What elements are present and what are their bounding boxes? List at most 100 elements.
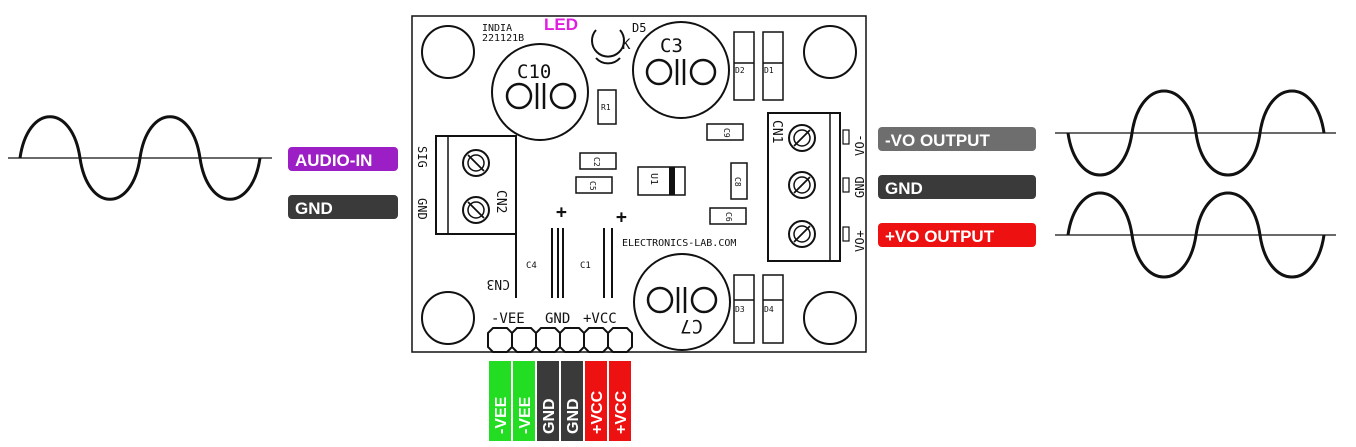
- cn2-label: CN2: [493, 190, 508, 213]
- header-pin-1: [487, 327, 513, 353]
- d1-outline: [762, 31, 784, 101]
- gnd-left-label: GND: [415, 198, 429, 220]
- header-pin-6: [607, 327, 633, 353]
- led-outline: [591, 29, 625, 58]
- header-pin-3: [535, 327, 561, 353]
- pin-label-6: +VCC: [613, 390, 630, 434]
- c10-pad-right: [549, 82, 577, 110]
- c6-outline: [709, 207, 747, 225]
- capacitor-c10: C10: [491, 43, 589, 141]
- c9-outline: [706, 123, 744, 141]
- connector-cn1: CN1 VO- GND VO+: [767, 112, 867, 262]
- gnd-in-text: GND: [295, 199, 333, 218]
- capacitor-c4: C4: [515, 228, 553, 298]
- vo-minus-label: VO-: [853, 134, 867, 156]
- header-pin-4: [559, 327, 585, 353]
- ic-u1: U1: [637, 166, 686, 196]
- input-sine-wave: [18, 115, 262, 201]
- vo-plus-output-badge: [878, 223, 1036, 247]
- pin-label-badge-3: [537, 361, 559, 441]
- gnd-in-label: GND: [288, 195, 398, 219]
- d4-label: D4: [764, 305, 774, 314]
- c2-label: C2: [592, 157, 601, 167]
- capacitor-c8: C8: [730, 162, 748, 200]
- pin-label-badge-6: [609, 361, 631, 441]
- c3-pad-left: [645, 58, 673, 86]
- r1-outline: [597, 89, 617, 125]
- gnd-right-label: GND: [853, 176, 867, 198]
- cn2-screw-sig: [462, 149, 490, 177]
- c4-plus-mark: +: [556, 202, 567, 223]
- gnd-output-badge: [878, 175, 1036, 199]
- u1-label: U1: [648, 173, 659, 185]
- d2-outline: [733, 31, 755, 101]
- vcc-label: +VCC: [583, 311, 617, 327]
- c8-outline: [730, 162, 748, 200]
- pin-label-1: -VEE: [493, 396, 510, 434]
- d5-label: D5: [632, 21, 646, 35]
- d1-label: D1: [764, 66, 774, 75]
- capacitor-c6: C6: [709, 207, 747, 225]
- diode-d4: D4: [762, 274, 784, 344]
- vo-minus-output-text: -VO OUTPUT: [885, 131, 990, 150]
- d3-label: D3: [735, 305, 745, 314]
- diode-d3: D3: [733, 274, 755, 344]
- c5-label: C5: [588, 181, 597, 191]
- resistor-r1: R1: [597, 89, 617, 125]
- audio-in-text: AUDIO-IN: [295, 151, 372, 170]
- c7-outline: [633, 253, 731, 351]
- led-polarity-mark: K: [622, 37, 631, 53]
- gnd-bottom-label: GND: [545, 311, 570, 327]
- c10-label: C10: [517, 61, 551, 83]
- audio-in-badge: [288, 147, 398, 171]
- cn1-screw-vo-plus: [788, 220, 816, 248]
- r1-label: R1: [601, 103, 611, 112]
- pin-label-badge-1: [489, 361, 511, 441]
- vo-plus-label: VO+: [853, 230, 867, 252]
- cn2-screw-gnd: [462, 196, 490, 224]
- output-top-sine-wave: [1066, 89, 1326, 177]
- connector-cn2: CN2 SIG GND: [415, 135, 517, 235]
- header-pin-2: [511, 327, 537, 353]
- sig-label: SIG: [415, 146, 429, 168]
- vo-plus-output-text: +VO OUTPUT: [885, 227, 995, 246]
- input-waveform: [8, 115, 272, 201]
- vee-label: -VEE: [491, 311, 525, 327]
- pcb-board: INDIA 221121B LED D5 K C10 C3: [411, 15, 867, 353]
- pcb-outline: [411, 15, 867, 353]
- gnd-output-text: GND: [885, 179, 923, 198]
- c3-label: C3: [660, 35, 683, 57]
- cn3-label: CN3: [487, 276, 510, 291]
- led-outline-lower: [595, 57, 621, 65]
- gnd-in-badge: [288, 195, 398, 219]
- pin-label-2: -VEE: [517, 396, 534, 434]
- output-waveform-bottom: [1055, 191, 1336, 279]
- c2-outline: [579, 152, 617, 170]
- d4-outline: [762, 274, 784, 344]
- vo-minus-output-label: -VO OUTPUT: [878, 127, 1036, 151]
- cn1-outline: [767, 112, 841, 262]
- website-text: ELECTRONICS-LAB.COM: [622, 238, 736, 249]
- pin-label-5: +VCC: [589, 390, 606, 434]
- c7-label: C7: [680, 315, 703, 337]
- mounting-hole-bottom-right: [803, 291, 857, 345]
- mounting-hole-top-right: [803, 25, 857, 79]
- audio-in-label: AUDIO-IN: [288, 147, 398, 171]
- mounting-hole-top-left: [421, 25, 475, 79]
- output-bottom-sine-wave: [1066, 191, 1326, 279]
- u1-outline: [637, 166, 686, 196]
- cn1-screw-vo-minus: [788, 124, 816, 152]
- pin-label-3: GND: [541, 398, 558, 434]
- c3-pad-right: [689, 58, 717, 86]
- capacitor-c2: C2: [579, 152, 617, 170]
- c6-label: C6: [724, 212, 733, 222]
- diode-d1: D1: [762, 31, 784, 101]
- board-code-text: 221121B: [482, 33, 524, 44]
- gnd-output-label: GND: [878, 175, 1036, 199]
- pin-label-badge-2: [513, 361, 535, 441]
- pin-label-badge-5: [585, 361, 607, 441]
- pin-labels: -VEE -VEE GND GND +VCC +VCC: [489, 361, 631, 441]
- pin-label-badge-4: [561, 361, 583, 441]
- mounting-hole-bottom-left: [421, 291, 475, 345]
